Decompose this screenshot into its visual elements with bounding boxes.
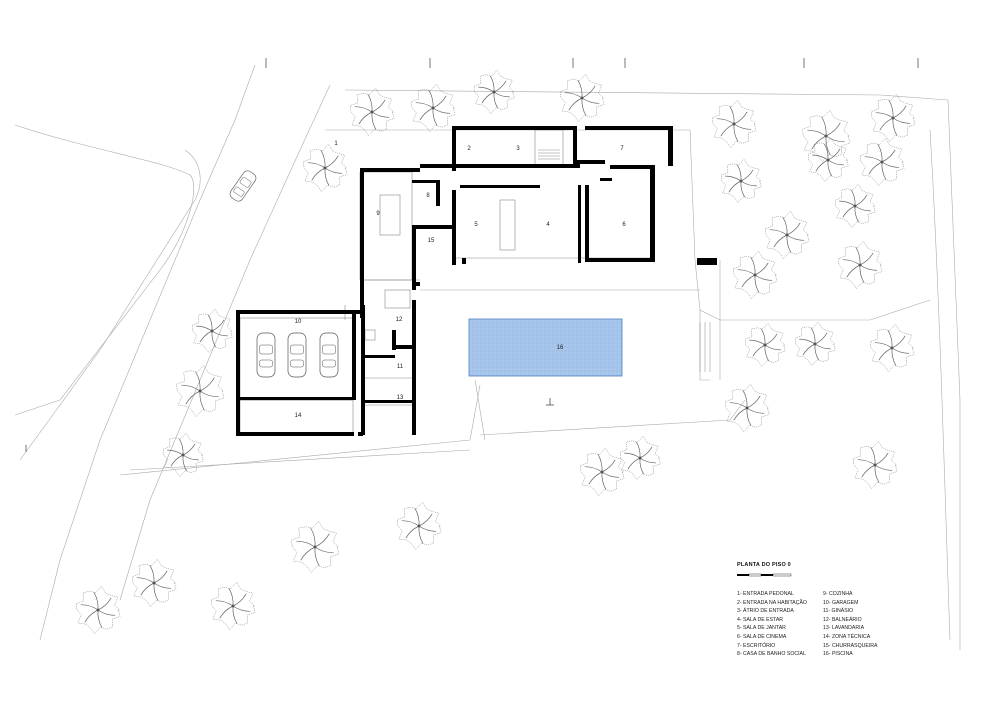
tree-symbol bbox=[580, 447, 625, 496]
building-thin-lines bbox=[239, 129, 650, 434]
legend-item: 9- COZINHA bbox=[823, 591, 853, 597]
tree-symbol bbox=[473, 69, 515, 114]
tree-symbol bbox=[720, 158, 762, 203]
tree-symbol bbox=[853, 440, 898, 489]
pool-tiles bbox=[469, 319, 622, 376]
legend-item: 1- ENTRADA PEDONAL bbox=[737, 591, 794, 597]
tree-symbol bbox=[162, 432, 204, 477]
legend-item: 5- SALA DE JANTAR bbox=[737, 625, 786, 632]
legend-title: PLANTA DO PISO 0 bbox=[737, 562, 791, 568]
legend-item: 16- PISCINA bbox=[823, 651, 853, 658]
room-label-3: 3 bbox=[516, 146, 520, 152]
tree-symbol bbox=[397, 501, 442, 550]
trees-layer bbox=[76, 69, 916, 634]
tree-symbol bbox=[807, 137, 849, 182]
room-label-4: 4 bbox=[546, 222, 550, 228]
room-label-12: 12 bbox=[396, 317, 403, 323]
tree-symbol bbox=[211, 581, 256, 630]
legend-item: 10- GARAGEM bbox=[823, 599, 859, 606]
car-symbol bbox=[256, 332, 276, 378]
garage-cars bbox=[256, 332, 339, 378]
car-symbol bbox=[319, 332, 339, 378]
tree-symbol bbox=[560, 73, 605, 122]
legend-item: 13- LAVANDARIA bbox=[823, 625, 865, 632]
room-label-13: 13 bbox=[397, 395, 404, 401]
pool bbox=[468, 318, 623, 377]
tree-symbol bbox=[733, 250, 778, 299]
legend-item: 11- GINÁSIO bbox=[823, 608, 854, 615]
grid-markers bbox=[25, 58, 919, 452]
tree-symbol bbox=[176, 364, 225, 417]
tree-symbol bbox=[191, 308, 233, 353]
legend-item: 2- ENTRADA NA HABITAÇÃO bbox=[737, 599, 807, 606]
tree-symbol bbox=[860, 137, 905, 186]
room-label-5: 5 bbox=[474, 222, 478, 228]
room-label-11: 11 bbox=[397, 364, 404, 370]
tree-symbol bbox=[838, 240, 883, 289]
tree-symbol bbox=[725, 383, 770, 432]
room-label-14: 14 bbox=[295, 413, 302, 419]
car-symbol bbox=[287, 332, 307, 378]
tree-symbol bbox=[712, 99, 757, 148]
section-marker bbox=[546, 398, 554, 406]
legend-item: 6- SALA DE CINEMA bbox=[737, 633, 787, 640]
legend-item: 3- ÁTRIO DE ENTRADA bbox=[737, 608, 794, 615]
tree-symbol bbox=[76, 585, 121, 634]
walls bbox=[236, 126, 717, 436]
tree-symbol bbox=[291, 520, 340, 573]
tree-symbol bbox=[870, 323, 915, 372]
room-label-8: 8 bbox=[426, 193, 430, 199]
room-label-6: 6 bbox=[622, 222, 626, 228]
legend-column-2: 9- COZINHA 10- GARAGEM 11- GINÁSIO 12- B… bbox=[823, 590, 877, 659]
tree-symbol bbox=[802, 109, 851, 162]
stair bbox=[538, 149, 711, 372]
room-label-16: 16 bbox=[557, 345, 564, 351]
legend-item: 15- CHURRASQUEIRA bbox=[823, 642, 878, 649]
road-car bbox=[229, 170, 257, 202]
room-label-9: 9 bbox=[376, 211, 380, 217]
tree-symbol bbox=[411, 83, 456, 132]
tree-symbol bbox=[871, 93, 916, 142]
legend-item: 12- BALNEÁRIO bbox=[823, 616, 862, 623]
room-label-15: 15 bbox=[428, 238, 435, 244]
room-label-1: 1 bbox=[334, 141, 338, 147]
room-label-10: 10 bbox=[295, 319, 302, 325]
tree-symbol bbox=[744, 322, 786, 367]
scale-bar bbox=[737, 573, 792, 577]
room-label-2: 2 bbox=[467, 146, 471, 152]
tree-symbol bbox=[303, 143, 348, 192]
tree-symbol bbox=[350, 87, 395, 136]
tree-symbol bbox=[619, 435, 661, 480]
legend-item: 4- SALA DE ESTAR bbox=[737, 616, 784, 623]
room-labels: 1 2 3 4 5 6 7 8 9 10 11 12 13 14 15 16 bbox=[295, 141, 627, 419]
legend-column-1: 1- ENTRADA PEDONAL 2- ENTRADA NA HABITAÇ… bbox=[737, 590, 807, 659]
room-label-7: 7 bbox=[620, 146, 624, 152]
legend-item: 8- CASA DE BANHO SOCIAL bbox=[737, 651, 806, 658]
tree-symbol bbox=[132, 558, 177, 607]
legend-item: 14- ZONA TÉCNICA bbox=[823, 633, 871, 640]
tree-symbol bbox=[765, 210, 810, 259]
tree-symbol bbox=[834, 183, 876, 228]
legend-item: 7- ESCRITÓRIO bbox=[737, 642, 776, 649]
tree-symbol bbox=[794, 321, 836, 366]
